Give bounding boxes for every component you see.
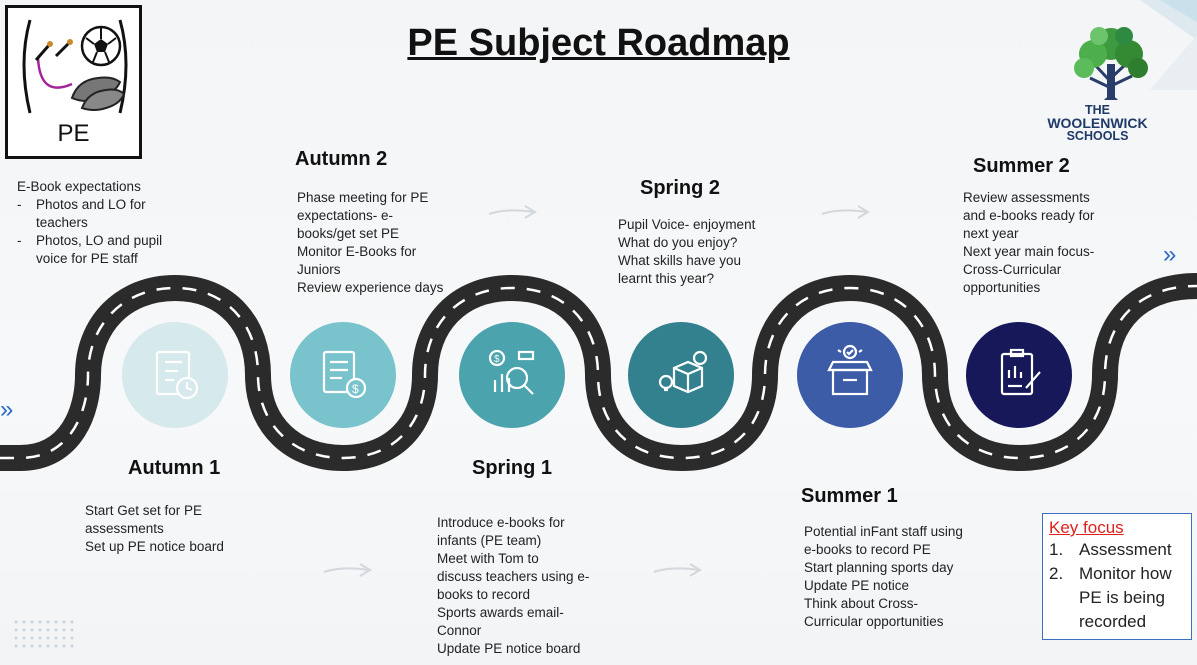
spring1-text: Introduce e-books for infants (PE team) … <box>437 514 589 658</box>
text-line: Meet with Tom to <box>437 551 539 566</box>
school-name: THE WOOLENWICK SCHOOLS <box>1040 104 1155 143</box>
text-line: and e-books ready for <box>963 208 1095 223</box>
list-number: 1. <box>1049 540 1064 559</box>
finance-analysis-icon: $ <box>488 349 535 395</box>
svg-text:$: $ <box>494 354 500 365</box>
ebook-expectations-heading: E-Book expectations <box>17 179 141 194</box>
text-line: Set up PE notice board <box>85 539 224 554</box>
list-line: Assessment <box>1079 540 1172 559</box>
text-line: Start Get set for PE <box>85 503 203 518</box>
text-line: Juniors <box>297 262 341 277</box>
autumn1-icon-circle <box>122 322 228 428</box>
page-title: PE Subject Roadmap <box>407 22 790 64</box>
autumn2-title: Autumn 2 <box>295 148 388 170</box>
summer2-title: Summer 2 <box>973 155 1070 177</box>
autumn2-text: Phase meeting for PE expectations- e- bo… <box>297 189 443 297</box>
text-line: learnt this year? <box>618 271 715 286</box>
corner-decoration <box>1140 0 1197 90</box>
autumn1-text: Start Get set for PE assessments Set up … <box>85 502 224 556</box>
faint-arrow-icon <box>323 563 372 577</box>
text-line: What skills have you <box>618 253 742 268</box>
school-name-line: THE <box>1085 103 1110 117</box>
faint-arrow-icon <box>821 205 870 219</box>
text-line: infants (PE team) <box>437 533 542 548</box>
text-line: Phase meeting for PE <box>297 190 429 205</box>
chevron-right-icon: » <box>1163 241 1177 268</box>
text-line: Connor <box>437 623 482 638</box>
pe-equipment-icon <box>22 19 128 114</box>
text-line: Monitor E-Books for <box>297 244 417 259</box>
list-line: teachers <box>36 215 88 230</box>
text-line: Sports awards email- <box>437 605 564 620</box>
summer1-icon-circle <box>797 322 903 428</box>
school-name-line: WOOLENWICK <box>1047 115 1148 131</box>
text-line: Review experience days <box>297 280 444 295</box>
list-line: Monitor how <box>1079 564 1172 583</box>
key-focus-title: Key focus <box>1049 518 1124 537</box>
spring2-icon-circle <box>628 322 734 428</box>
autumn2-icon-circle: $ <box>290 322 396 428</box>
box-checkmark-icon <box>827 344 873 396</box>
text-line: Update PE notice <box>804 578 910 593</box>
spring2-text: Pupil Voice- enjoyment What do you enjoy… <box>618 216 755 288</box>
text-line: assessments <box>85 521 164 536</box>
text-line: e-books to record PE <box>804 542 931 557</box>
spring1-icon-circle: $ <box>459 322 565 428</box>
summer1-title: Summer 1 <box>801 485 898 507</box>
list-number: 2. <box>1049 564 1064 583</box>
clipboard-chart-icon <box>1000 348 1041 396</box>
list-line: PE is being <box>1079 588 1165 607</box>
faint-arrow-icon <box>488 205 537 219</box>
school-name-line: SCHOOLS <box>1066 129 1129 143</box>
list-line: Photos, LO and pupil <box>36 233 163 248</box>
list-item: 2. Monitor how PE is being recorded <box>1049 562 1185 634</box>
text-line: discuss teachers using e- <box>437 569 590 584</box>
dot-grid-decoration <box>14 620 74 648</box>
list-line: Photos and LO for <box>36 197 146 212</box>
text-line: expectations- e- <box>297 208 394 223</box>
text-line: Potential inFant staff using <box>804 524 963 539</box>
list-line: voice for PE staff <box>36 251 138 266</box>
text-line: opportunities <box>963 280 1041 295</box>
pe-logo: PE <box>5 5 142 159</box>
checklist-clock-icon <box>155 350 199 400</box>
text-line: Update PE notice board <box>437 641 581 656</box>
text-line: books to record <box>437 587 531 602</box>
text-line: next year <box>963 226 1019 241</box>
text-line: Think about Cross- <box>804 596 919 611</box>
spring1-title: Spring 1 <box>472 457 553 479</box>
box-lightbulb-icon <box>658 350 708 394</box>
svg-text:$: $ <box>352 382 359 396</box>
chevron-right-icon: » <box>0 396 14 423</box>
text-line: Pupil Voice- enjoyment <box>618 217 756 232</box>
text-line: Curricular opportunities <box>804 614 944 629</box>
pe-logo-label: PE <box>57 120 90 147</box>
document-coins-icon: $ <box>322 350 367 399</box>
text-line: Start planning sports day <box>804 560 954 575</box>
text-line: books/get set PE <box>297 226 400 241</box>
list-line: recorded <box>1079 612 1147 631</box>
text-line: Cross-Curricular <box>963 262 1062 277</box>
list-item: 1. Assessment <box>1049 538 1185 562</box>
summer2-icon-circle <box>966 322 1072 428</box>
text-line: Introduce e-books for <box>437 515 565 530</box>
autumn1-title: Autumn 1 <box>128 457 221 479</box>
key-focus-box: Key focus 1. Assessment 2. Monitor how P… <box>1042 513 1192 640</box>
faint-arrow-icon <box>653 563 702 577</box>
text-line: What do you enjoy? <box>618 235 738 250</box>
text-line: Next year main focus- <box>963 244 1095 259</box>
summer2-text: Review assessments and e-books ready for… <box>963 189 1094 297</box>
summer1-text: Potential inFant staff using e-books to … <box>804 523 963 631</box>
spring2-title: Spring 2 <box>640 177 721 199</box>
text-line: Review assessments <box>963 190 1090 205</box>
tree-logo-icon <box>1074 27 1148 100</box>
